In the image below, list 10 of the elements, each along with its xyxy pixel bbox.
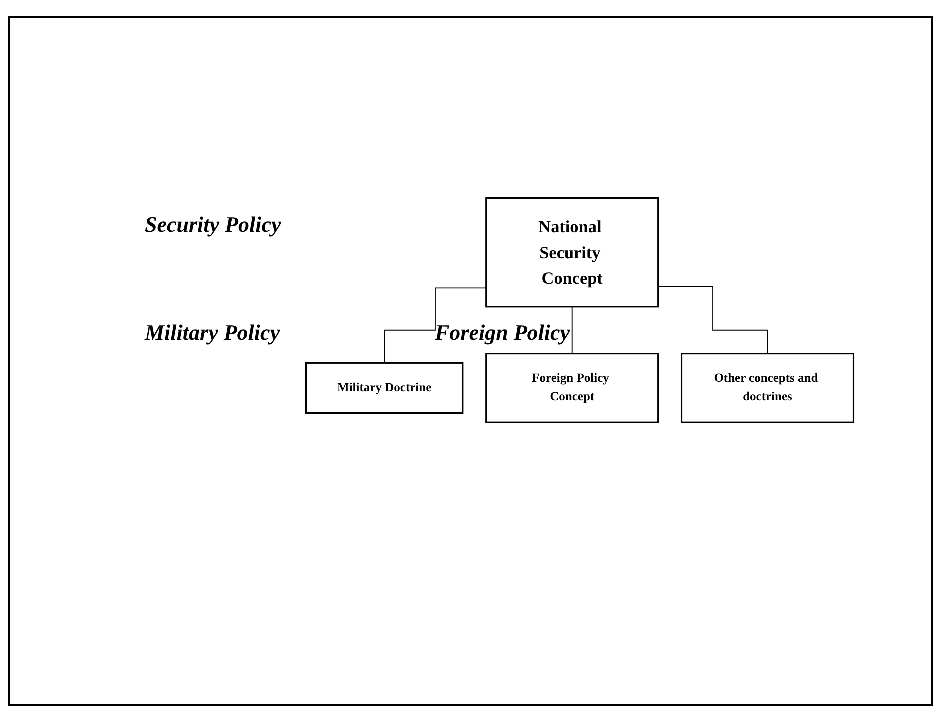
connector	[384, 287, 487, 364]
node-box: Foreign Policy Concept	[486, 352, 660, 423]
policy-label: Foreign Policy	[435, 320, 570, 346]
policy-label: Military Policy	[145, 320, 280, 346]
connector	[658, 286, 768, 354]
node-box: Military Doctrine	[305, 362, 464, 414]
node-box: National Security Concept	[486, 197, 660, 308]
node-box: Other concepts and doctrines	[681, 352, 855, 423]
connector	[572, 306, 573, 354]
policy-label: Security Policy	[145, 212, 282, 238]
